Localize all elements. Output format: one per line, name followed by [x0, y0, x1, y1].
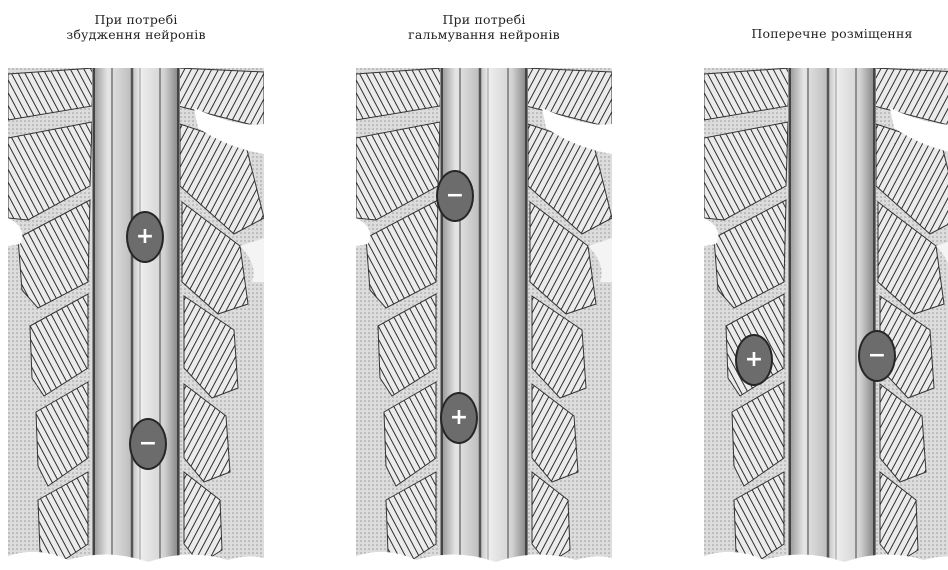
- negative-electrode: −: [129, 418, 167, 470]
- panel-excitation: При потребі збудження нейронів + −: [8, 0, 264, 570]
- positive-electrode: +: [126, 211, 164, 263]
- spine-illustration: [356, 68, 612, 570]
- panel-caption: При потребі збудження нейронів: [8, 12, 264, 42]
- panel-caption: При потребі гальмування нейронів: [356, 12, 612, 42]
- panel-caption: Поперечне розміщення: [704, 26, 948, 41]
- panel-transverse: Поперечне розміщення + −: [704, 0, 948, 570]
- negative-electrode: −: [436, 170, 474, 222]
- panel-inhibition: При потребі гальмування нейронів − +: [356, 0, 612, 570]
- positive-electrode: +: [735, 334, 773, 386]
- caption-line-1: При потребі: [8, 12, 264, 27]
- negative-electrode: −: [858, 330, 896, 382]
- spine-illustration: [8, 68, 264, 570]
- caption-line-1: При потребі: [356, 12, 612, 27]
- caption-line-2: гальмування нейронів: [356, 27, 612, 42]
- caption-line-2: збудження нейронів: [8, 27, 264, 42]
- caption-line-1: Поперечне розміщення: [704, 26, 948, 41]
- spine-illustration: [704, 68, 948, 570]
- positive-electrode: +: [440, 392, 478, 444]
